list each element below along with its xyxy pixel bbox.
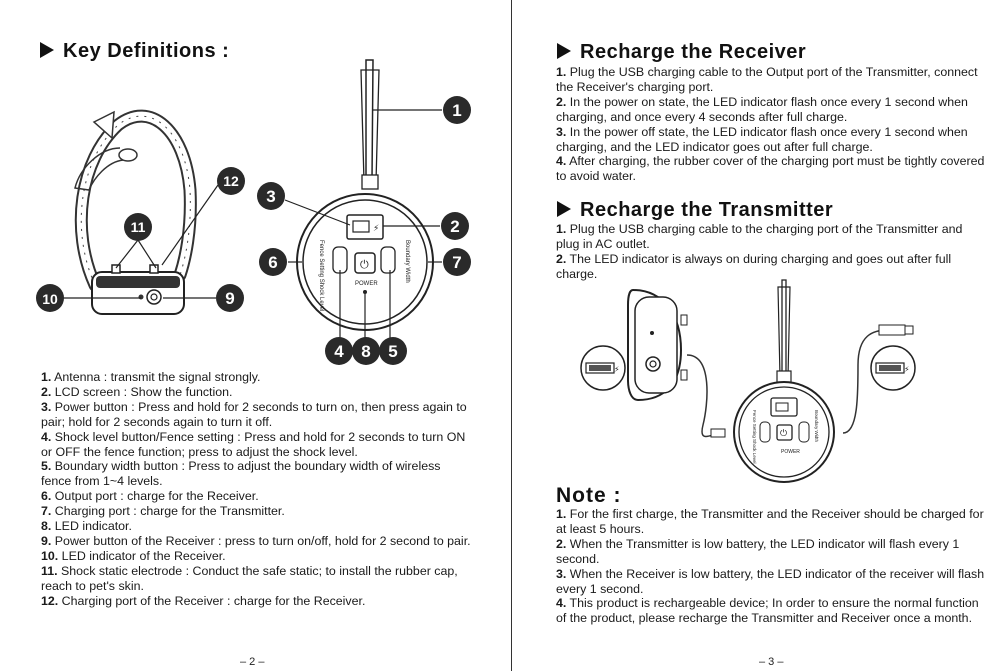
left-page: Key Definitions : bbox=[36, 40, 473, 668]
play-triangle-icon bbox=[557, 43, 571, 59]
callout-8: 8 bbox=[352, 337, 380, 365]
notes-list: 1. For the first charge, the Transmitter… bbox=[556, 507, 988, 626]
receiver-steps: 1. Plug the USB charging cable to the Ou… bbox=[556, 65, 988, 184]
recharge-receiver-heading: Recharge the Receiver bbox=[557, 41, 806, 64]
definition-item: 8. LED indicator. bbox=[41, 519, 132, 534]
definition-item: 3. Power button : Press and hold for 2 s… bbox=[41, 399, 467, 429]
right-page: Recharge the Receiver 1. Plug the USB ch… bbox=[513, 0, 1000, 671]
callout-12: 12 bbox=[217, 167, 245, 195]
svg-text:7: 7 bbox=[452, 253, 461, 272]
callout-3: 3 bbox=[257, 182, 285, 210]
step-item: 4. After charging, the rubber cover of t… bbox=[556, 154, 985, 184]
svg-text:4: 4 bbox=[334, 342, 344, 361]
svg-text:10: 10 bbox=[42, 291, 58, 307]
transmitter-steps: 1. Plug the USB charging cable to the ch… bbox=[556, 222, 988, 282]
definition-item: 4. Shock level button/Fence setting : Pr… bbox=[41, 429, 466, 459]
callout-7: 7 bbox=[443, 248, 471, 276]
page-divider bbox=[511, 0, 512, 671]
definition-item: 2. LCD screen : Show the function. bbox=[41, 384, 233, 399]
definition-item: 1. Antenna : transmit the signal strongl… bbox=[41, 370, 261, 384]
callout-6: 6 bbox=[259, 248, 287, 276]
battery-bubble-left: ⚡ bbox=[580, 345, 626, 391]
page-number: – 2 – bbox=[240, 656, 265, 668]
svg-text:1: 1 bbox=[452, 101, 461, 120]
page-number: – 3 – bbox=[759, 656, 784, 668]
definition-item: 7. Charging port : charge for the Transm… bbox=[41, 504, 285, 519]
callout-9: 9 bbox=[216, 284, 244, 312]
definition-item: 5. Boundary width button : Press to adju… bbox=[41, 459, 441, 489]
svg-text:8: 8 bbox=[361, 342, 370, 361]
fence-shock-label: Fence Setting Shock Level bbox=[318, 240, 324, 311]
definition-item: 10. LED indicator of the Receiver. bbox=[41, 548, 226, 563]
definition-item: 12. Charging port of the Receiver : char… bbox=[41, 593, 366, 608]
svg-text:⚡: ⚡ bbox=[373, 223, 379, 233]
callout-2: 2 bbox=[441, 212, 469, 240]
note-item: 4. This product is rechargeable device; … bbox=[556, 596, 979, 626]
note-heading: Note : bbox=[556, 484, 622, 507]
receiver-illustration bbox=[627, 288, 688, 402]
charging-diagram: ⚡ ⚡ ⏻ POWER Fence Setting bbox=[580, 279, 916, 483]
svg-text:Boundary Width: Boundary Width bbox=[814, 410, 819, 443]
battery-bubble-right: ⚡ bbox=[870, 345, 916, 391]
step-item: 2. In the power on state, the LED indica… bbox=[556, 94, 968, 124]
svg-text:⏻: ⏻ bbox=[360, 259, 369, 271]
play-triangle-icon bbox=[40, 42, 54, 58]
key-definitions-diagram: ⚡ ⏻ Fence Setting Shock Level Boundary W… bbox=[36, 59, 471, 365]
callout-5: 5 bbox=[379, 337, 407, 365]
callout-4: 4 bbox=[325, 337, 353, 365]
svg-text:POWER: POWER bbox=[781, 449, 800, 455]
key-definitions-heading: Key Definitions : bbox=[40, 40, 229, 63]
battery-icon: ⚡ bbox=[904, 365, 910, 374]
svg-text:11: 11 bbox=[131, 219, 146, 235]
definitions-list: 1. Antenna : transmit the signal strongl… bbox=[41, 370, 473, 609]
svg-text:6: 6 bbox=[268, 253, 277, 272]
note-item: 1. For the first charge, the Transmitter… bbox=[556, 507, 984, 536]
definition-item: 11. Shock static electrode : Conduct the… bbox=[41, 563, 458, 593]
callout-10: 10 bbox=[36, 284, 64, 312]
callout-11: 11 bbox=[124, 213, 152, 241]
transmitter-illustration: ⏻ POWER Fence Setting Shock Level Bounda… bbox=[733, 279, 835, 483]
svg-text:2: 2 bbox=[450, 217, 459, 236]
svg-text:3: 3 bbox=[266, 187, 275, 206]
step-item: 3. In the power off state, the LED indic… bbox=[556, 124, 968, 154]
recharge-transmitter-heading: Recharge the Transmitter bbox=[557, 199, 833, 222]
svg-text:12: 12 bbox=[223, 173, 239, 189]
svg-text:⏻: ⏻ bbox=[780, 428, 787, 438]
power-label: POWER bbox=[355, 281, 378, 287]
step-item: 2. The LED indicator is always on during… bbox=[556, 251, 952, 281]
callout-1: 1 bbox=[443, 96, 471, 124]
svg-text:Fence Setting Shock Level: Fence Setting Shock Level bbox=[752, 410, 757, 464]
play-triangle-icon bbox=[557, 201, 571, 217]
step-item: 1. Plug the USB charging cable to the Ou… bbox=[556, 65, 978, 94]
note-item: 3. When the Receiver is low battery, the… bbox=[556, 566, 985, 596]
svg-text:9: 9 bbox=[225, 289, 234, 308]
definition-item: 6. Output port : charge for the Receiver… bbox=[41, 489, 259, 504]
battery-icon: ⚡ bbox=[614, 365, 620, 374]
boundary-width-label: Boundary Width bbox=[404, 240, 410, 283]
note-item: 2. When the Transmitter is low battery, … bbox=[556, 536, 960, 566]
collar-illustration bbox=[74, 109, 197, 315]
definition-item: 9. Power button of the Receiver : press … bbox=[41, 533, 471, 548]
svg-text:5: 5 bbox=[388, 342, 397, 361]
step-item: 1. Plug the USB charging cable to the ch… bbox=[556, 222, 963, 251]
transmitter-illustration: ⚡ ⏻ Fence Setting Shock Level Boundary W… bbox=[296, 59, 434, 331]
